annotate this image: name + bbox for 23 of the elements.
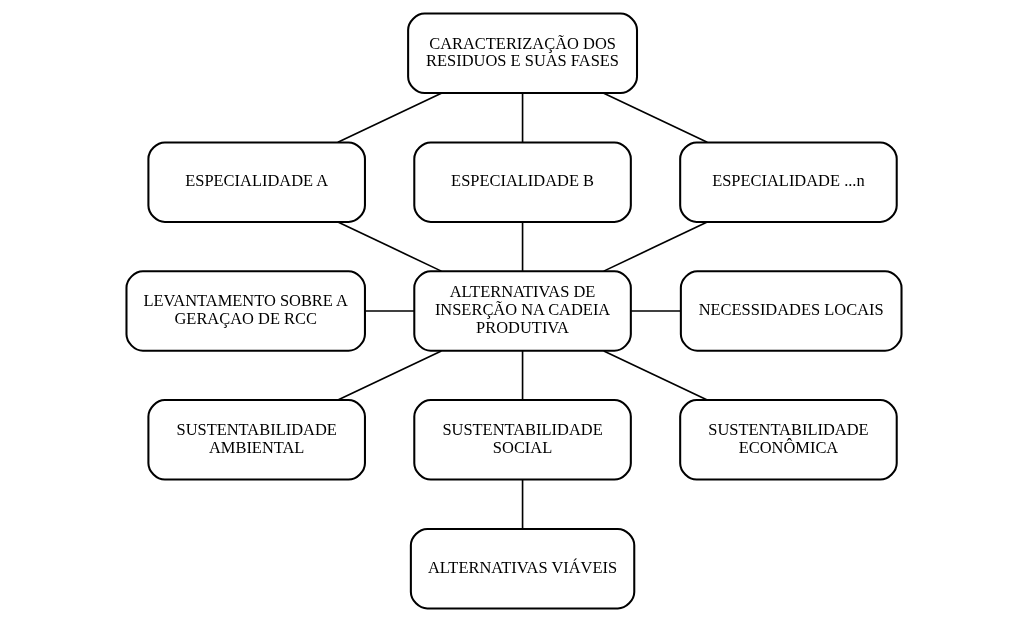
connector xyxy=(521,350,523,401)
node-box: SUSTENTABILIDADE ECONÔMICA xyxy=(678,399,898,481)
node-box: ALTERNATIVAS VIÁVEIS xyxy=(409,527,635,610)
node-box: SUSTENTABILIDADE SOCIAL xyxy=(412,399,632,481)
connector xyxy=(336,221,442,272)
connector xyxy=(602,221,708,272)
connector xyxy=(336,350,442,401)
node-box: ESPECIALIDADE B xyxy=(412,141,632,223)
node-box: CARACTERIZAÇÃO DOS RESIDUOS E SUAS FASES xyxy=(406,12,638,95)
node-box: LEVANTAMENTO SOBRE A GERAÇAO DE RCC xyxy=(124,270,366,352)
node-box: ESPECIALIDADE ...n xyxy=(678,141,898,223)
node-box: ALTERNATIVAS DE INSERÇÃO NA CADEIA PRODUTIVA xyxy=(412,270,632,352)
connector xyxy=(521,221,523,272)
connector xyxy=(521,92,523,143)
connector xyxy=(602,350,708,401)
connector xyxy=(363,310,415,312)
node-box: ESPECIALIDADE A xyxy=(146,141,366,223)
node-box: SUSTENTABILIDADE AMBIENTAL xyxy=(146,399,366,481)
connector xyxy=(602,92,708,144)
connector xyxy=(521,478,523,530)
connector xyxy=(336,92,442,144)
node-box: NECESSIDADES LOCAIS xyxy=(679,270,903,352)
connector xyxy=(629,310,682,312)
